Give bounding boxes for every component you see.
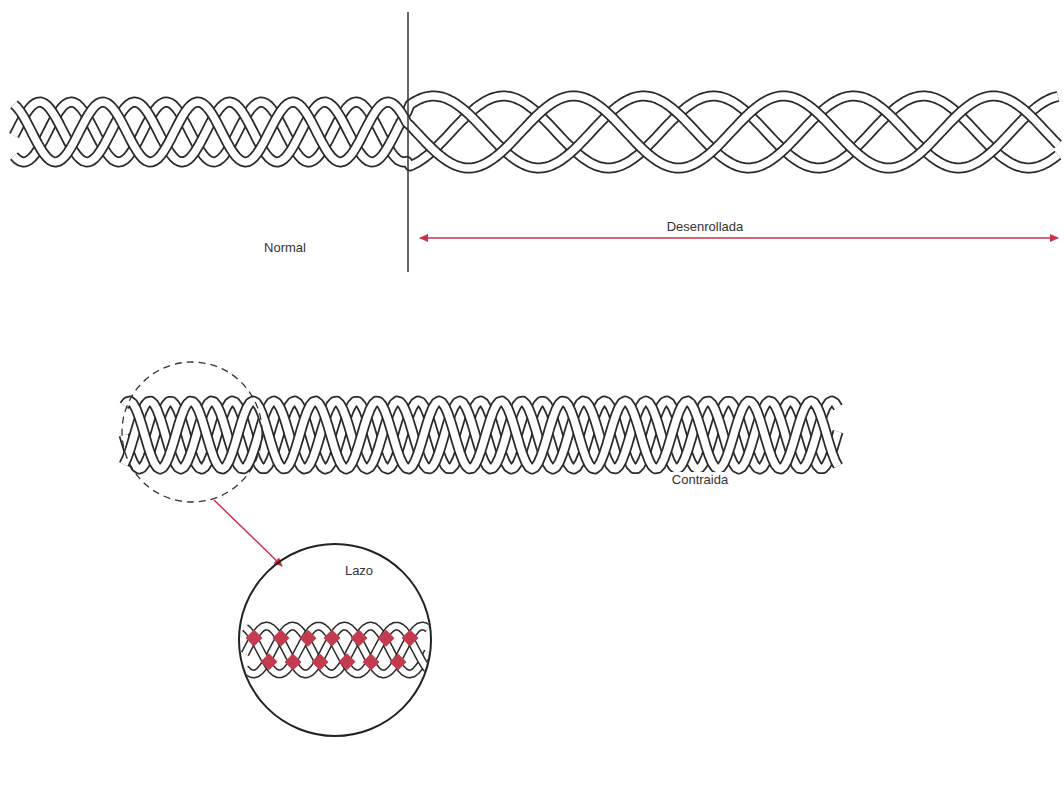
strand-fill xyxy=(245,626,428,674)
crossing-mark xyxy=(300,630,317,647)
strand-fill xyxy=(14,96,1058,168)
crossing-mark xyxy=(402,630,419,647)
crossing-mark xyxy=(246,630,263,647)
strand-outline xyxy=(124,401,838,469)
strand-outline xyxy=(245,626,428,674)
contracted-helix xyxy=(124,401,838,469)
strand-fill xyxy=(124,401,838,469)
crossing-mark xyxy=(324,630,341,647)
part-label: Normal xyxy=(261,240,309,256)
crossing-mark xyxy=(351,630,368,647)
crossing-mark xyxy=(312,653,329,670)
strand-outline xyxy=(14,96,1058,168)
strand-fill xyxy=(14,96,1058,168)
crossing-mark xyxy=(363,654,380,671)
strand-fill xyxy=(124,401,838,469)
crossing-mark xyxy=(390,653,407,670)
strand-fill xyxy=(245,626,428,674)
loop-detail-helix xyxy=(245,626,428,674)
part-label: Desenrollada xyxy=(664,219,747,235)
strand-fill xyxy=(124,401,838,469)
strand-fill xyxy=(245,626,428,674)
strand-outline xyxy=(124,401,838,469)
part-label: Contraida xyxy=(669,472,731,488)
strand-outline xyxy=(245,626,428,674)
crossing-mark xyxy=(339,653,356,670)
strand-outline xyxy=(124,401,838,469)
loop-detail-circle: Lazo xyxy=(238,543,432,737)
crossing-mark xyxy=(378,630,395,647)
crossing-mark xyxy=(285,654,302,671)
crossing-mark xyxy=(273,630,290,647)
strand-outline xyxy=(14,96,1058,168)
span-arrow xyxy=(420,237,1058,239)
normal-unwound-helix xyxy=(14,96,1058,168)
strand-outline xyxy=(14,96,1058,168)
divider-line xyxy=(407,12,409,272)
callout-leader xyxy=(214,500,282,566)
strand-fill xyxy=(14,96,1058,168)
detail-label: Lazo xyxy=(345,563,373,579)
strand-outline xyxy=(245,626,428,674)
dashed-callout xyxy=(122,362,262,502)
crossing-mark xyxy=(261,653,278,670)
